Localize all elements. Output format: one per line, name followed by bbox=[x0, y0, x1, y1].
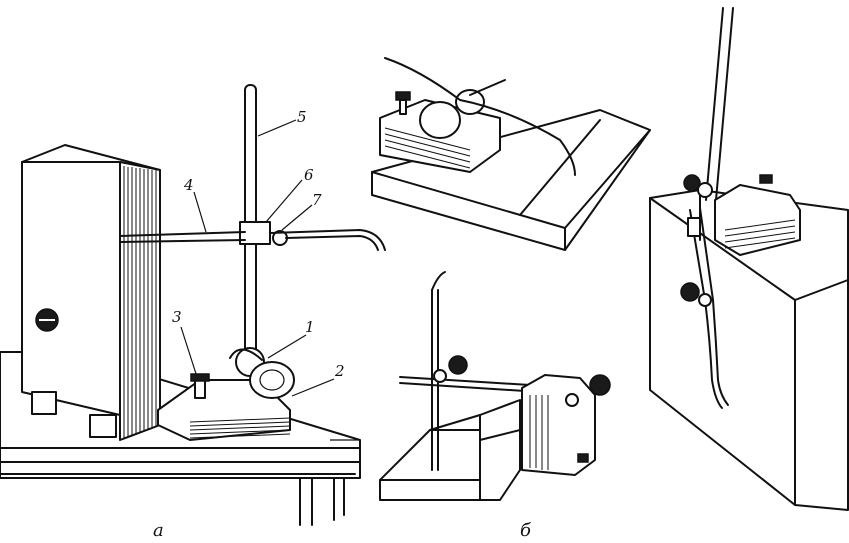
panel-b-top-drawing bbox=[371, 57, 651, 251]
right-fixture-hatching bbox=[724, 219, 796, 249]
label-6: 6 bbox=[304, 166, 314, 184]
label-3: 3 bbox=[172, 308, 182, 326]
cabinet-side-hatching bbox=[123, 166, 157, 438]
panel-right-drawing bbox=[649, 7, 849, 511]
prism-hatching bbox=[189, 417, 291, 439]
top-prism-hatching bbox=[384, 127, 471, 169]
label-4: 4 bbox=[183, 176, 194, 194]
label-7: 7 bbox=[312, 191, 322, 209]
panel-a-drawing bbox=[0, 84, 386, 526]
caption-a: а bbox=[153, 520, 164, 541]
label-2: 2 bbox=[334, 362, 345, 380]
label-5: 5 bbox=[297, 108, 307, 126]
part-labels: 1 2 3 4 5 6 7 bbox=[172, 108, 345, 397]
captions: а б bbox=[153, 520, 532, 541]
label-1: 1 bbox=[305, 318, 315, 336]
fixture-hatching bbox=[529, 395, 549, 470]
panel-b-bottom-drawing bbox=[379, 271, 611, 501]
caption-b: б bbox=[520, 520, 532, 541]
